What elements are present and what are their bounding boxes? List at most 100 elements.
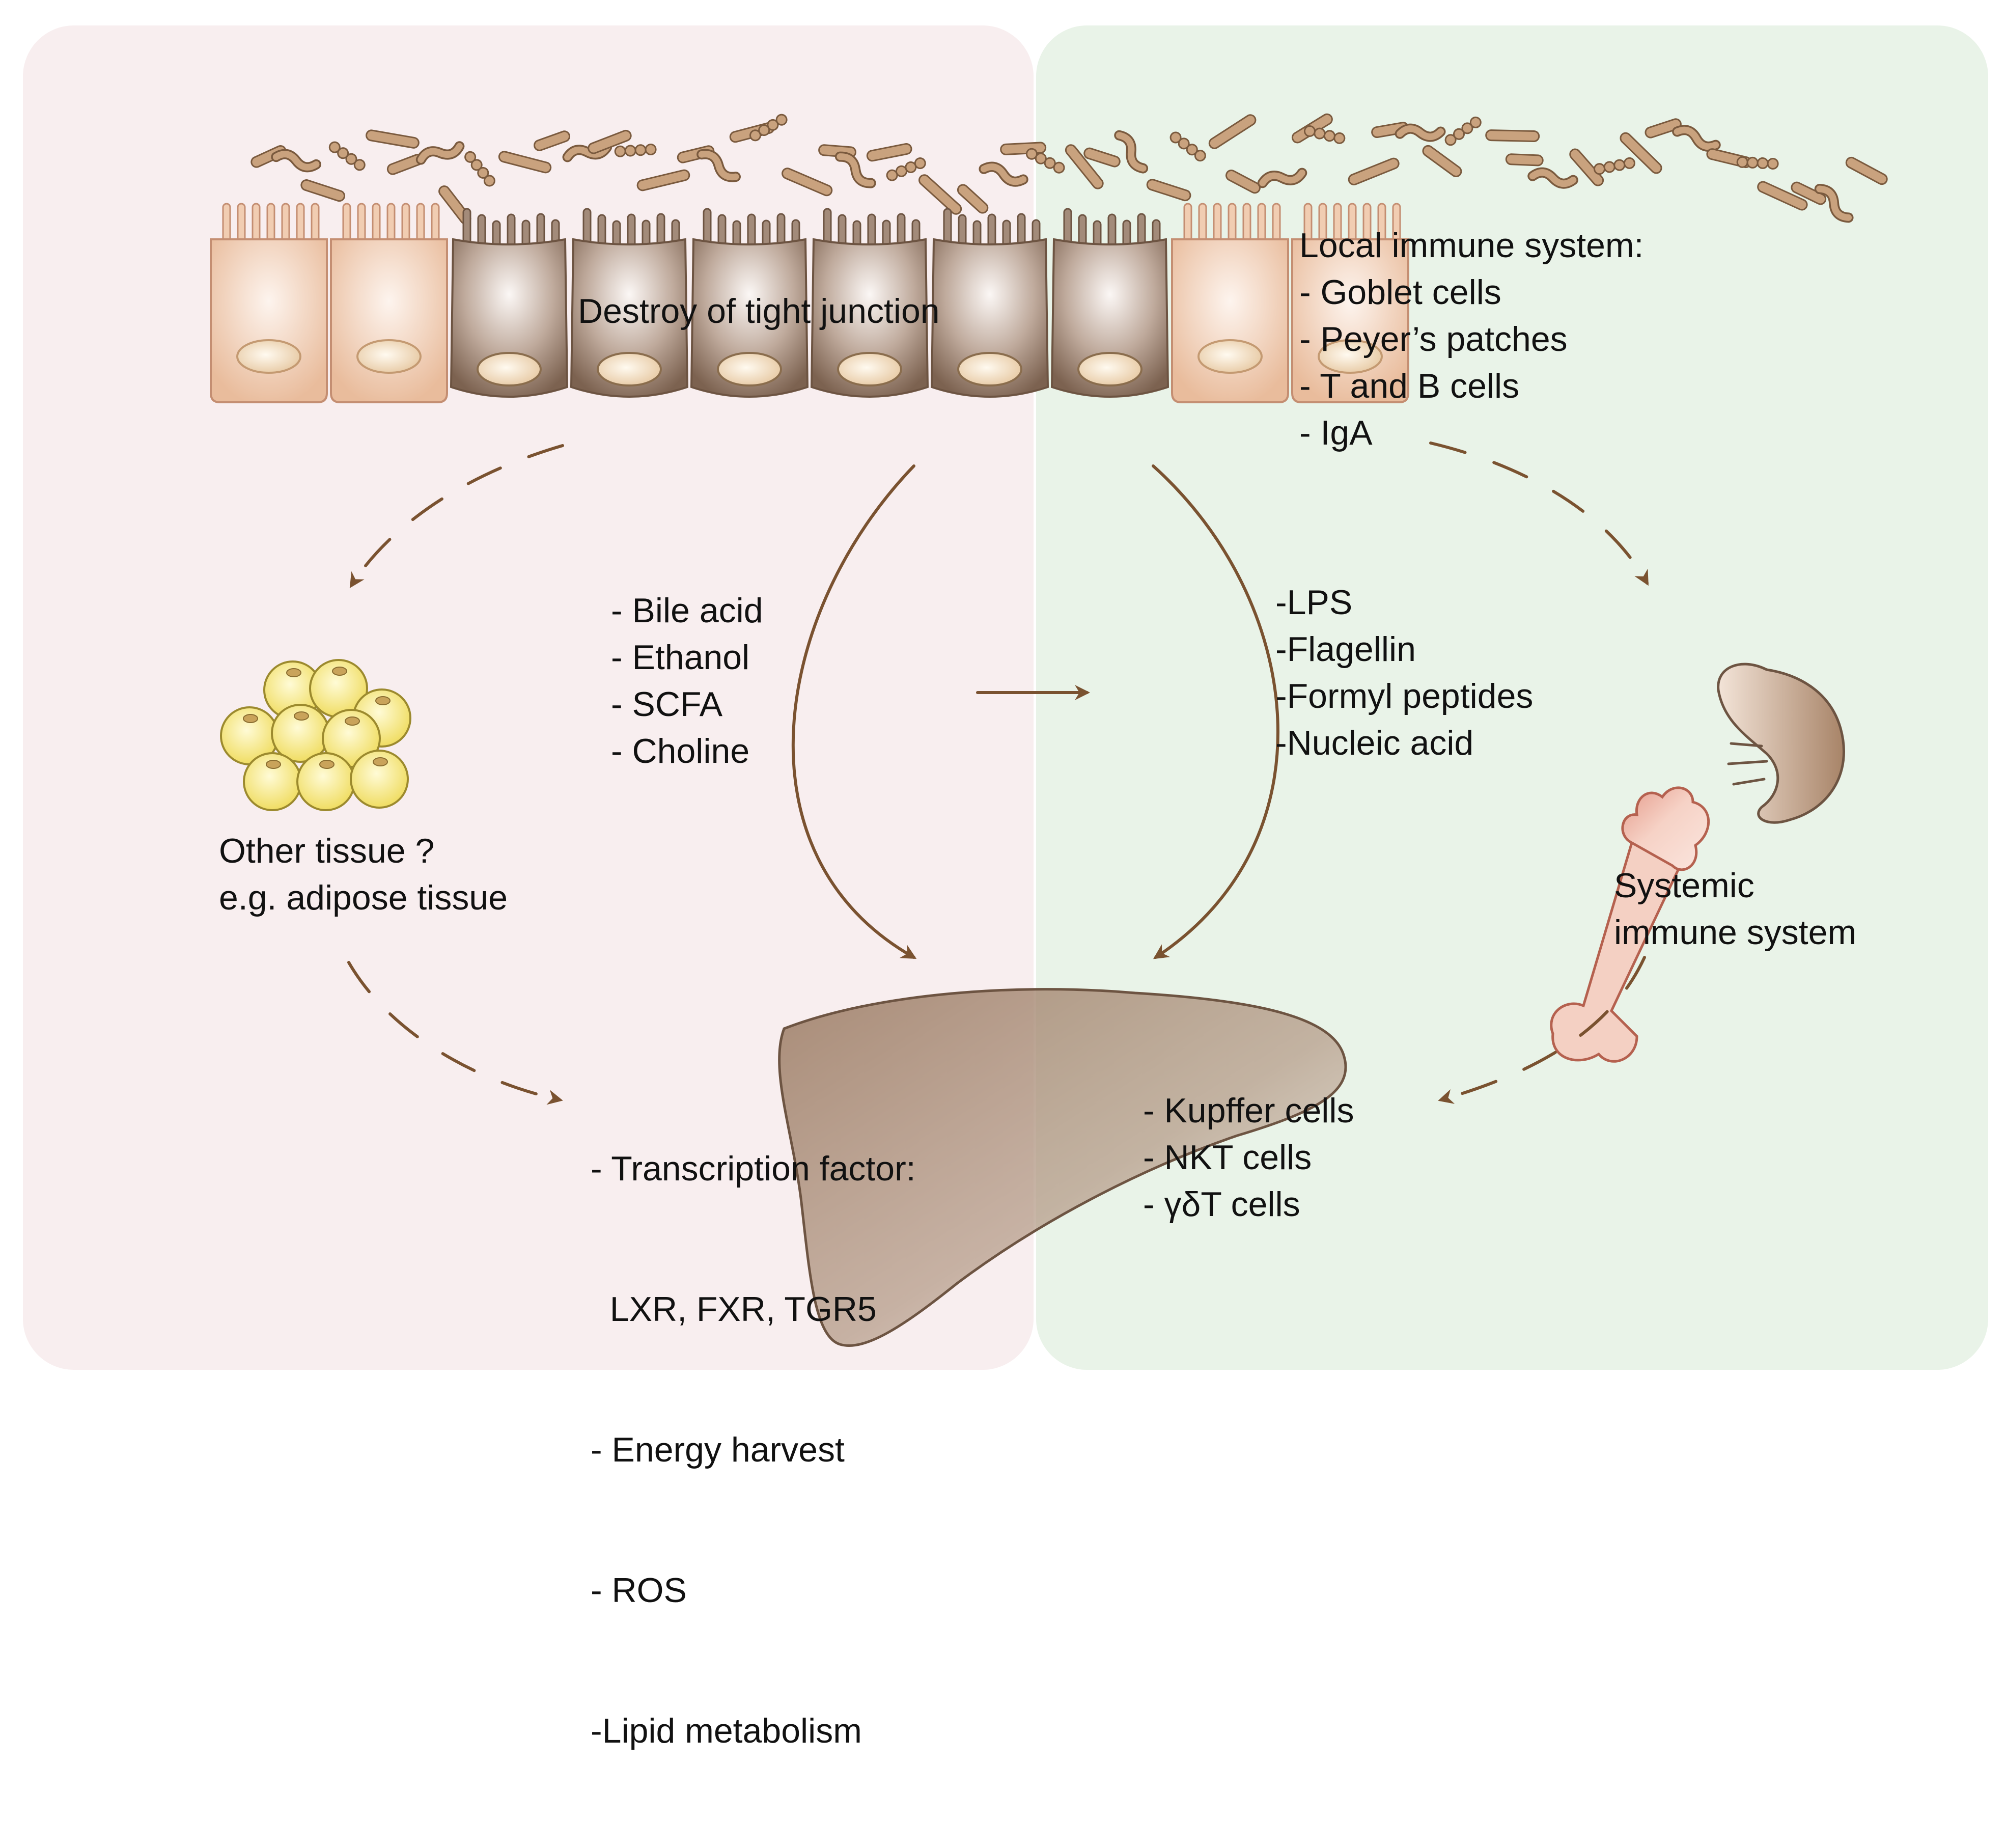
bacterium bbox=[328, 141, 366, 171]
diagram: Destroy of tight junction Local immune s… bbox=[23, 25, 1988, 1750]
bacterium bbox=[1672, 125, 1721, 152]
bacterium bbox=[1257, 168, 1307, 188]
local-immune-list: Local immune system: - Goblet cells - Pe… bbox=[1299, 222, 1643, 456]
liver-icon bbox=[778, 988, 1347, 1347]
systemic-immune-label: Systemic immune system bbox=[1614, 862, 1856, 956]
bacterium bbox=[636, 169, 690, 191]
epithelial-cell bbox=[210, 203, 328, 403]
bacterium bbox=[1208, 114, 1257, 149]
bacterium bbox=[1645, 118, 1682, 139]
bacterium bbox=[1505, 153, 1544, 167]
bacterium bbox=[1569, 148, 1604, 186]
epithelial-cell bbox=[1171, 203, 1289, 403]
adipocyte bbox=[350, 750, 409, 809]
metabolite-item: - Choline bbox=[611, 732, 750, 770]
bone-icon bbox=[1550, 786, 1710, 1063]
bacterium bbox=[271, 149, 321, 173]
bacterium bbox=[1065, 144, 1104, 189]
bacterium bbox=[498, 151, 552, 174]
microbial-products-list: -LPS -Flagellin -Formyl peptides -Nuclei… bbox=[1275, 579, 1533, 766]
metabolite-item: - SCFA bbox=[611, 685, 723, 724]
bacterium bbox=[1736, 156, 1779, 170]
bacterium bbox=[1814, 184, 1854, 223]
arrow-gut-metabolites-to-liver bbox=[791, 464, 917, 959]
epithelial-cell bbox=[330, 203, 448, 403]
bacterium bbox=[866, 143, 912, 162]
local-immune-item: - IgA bbox=[1299, 413, 1373, 452]
liver-effects-list: - Transcription factor: LXR, FXR, TGR5 -… bbox=[591, 1052, 916, 1848]
arrow-systemic-immune-to-liver bbox=[1438, 956, 1646, 1104]
bacterium bbox=[1395, 123, 1446, 142]
bacterium bbox=[749, 114, 788, 142]
bacterium bbox=[834, 151, 876, 188]
liver-effect-item: LXR, FXR, TGR5 bbox=[591, 1290, 877, 1329]
bacterium bbox=[1444, 116, 1482, 146]
metabolite-item: - Ethanol bbox=[611, 638, 750, 677]
bacterium bbox=[415, 141, 465, 165]
liver-cells-list: - Kupffer cells - NKT cells - γδT cells bbox=[1143, 1087, 1354, 1228]
bacterium bbox=[957, 184, 989, 214]
damaged-epithelial-cell bbox=[930, 208, 1049, 398]
microbial-product-item: -Formyl peptides bbox=[1275, 677, 1534, 715]
bacterium bbox=[918, 174, 962, 215]
diagram-artwork bbox=[23, 25, 1988, 1370]
bacterium bbox=[1303, 125, 1346, 144]
tight-junction-label: Destroy of tight junction bbox=[578, 292, 940, 330]
systemic-immune-line: Systemic bbox=[1614, 866, 1754, 905]
damaged-epithelial-cell bbox=[570, 208, 689, 398]
bacterium bbox=[1083, 147, 1121, 168]
bacterium bbox=[562, 142, 612, 162]
damaged-epithelial-cell bbox=[450, 208, 569, 398]
adipocyte-cluster-icon bbox=[220, 659, 411, 811]
bacterium bbox=[1114, 130, 1149, 174]
liver-cell-item: - NKT cells bbox=[1143, 1138, 1312, 1177]
bacterium bbox=[1225, 170, 1261, 194]
systemic-immune-line: immune system bbox=[1614, 913, 1857, 952]
bacterium bbox=[1146, 179, 1191, 202]
liver-effect-item: - Transcription factor: bbox=[591, 1149, 916, 1188]
adipocyte bbox=[271, 704, 330, 763]
bacterium bbox=[366, 129, 420, 149]
liver-cell-item: - γδT cells bbox=[1143, 1185, 1300, 1224]
local-immune-title: Local immune system: bbox=[1299, 226, 1644, 265]
bacterium bbox=[696, 149, 741, 182]
damaged-epithelial-cell bbox=[810, 208, 929, 398]
bacterium bbox=[1620, 132, 1662, 174]
other-tissue-line: e.g. adipose tissue bbox=[219, 878, 508, 917]
bacterium bbox=[886, 157, 926, 181]
bacterium bbox=[1169, 131, 1206, 162]
liver-effect-item: - Energy harvest bbox=[591, 1430, 845, 1469]
spleen-icon bbox=[1717, 663, 1846, 824]
bacterium bbox=[782, 168, 833, 197]
bacterium bbox=[534, 130, 571, 151]
metabolites-list: - Bile acid - Ethanol - SCFA - Choline bbox=[611, 587, 763, 775]
adipocyte bbox=[243, 752, 302, 811]
bacterium bbox=[300, 179, 346, 202]
gut-bacteria-icon bbox=[250, 113, 1888, 225]
other-tissue-line: Other tissue ? bbox=[219, 832, 435, 870]
bacterium bbox=[1594, 157, 1635, 175]
microbial-product-item: -Flagellin bbox=[1275, 630, 1416, 669]
bacterium bbox=[1527, 167, 1578, 189]
arrow-local-to-systemic-immune bbox=[1429, 442, 1649, 586]
bacterium bbox=[1485, 129, 1540, 143]
local-immune-item: - T and B cells bbox=[1299, 367, 1520, 405]
arrow-gut-microbial-products-to-liver bbox=[1152, 464, 1279, 959]
bacterium bbox=[614, 144, 657, 157]
bacterium bbox=[1000, 142, 1047, 155]
liver-effect-item: - ROS bbox=[591, 1571, 687, 1610]
arrow-gut-to-other-tissue bbox=[349, 444, 564, 589]
microbial-product-item: -Nucleic acid bbox=[1275, 724, 1474, 762]
bacterium bbox=[1025, 148, 1065, 174]
other-tissue-label: Other tissue ? e.g. adipose tissue bbox=[219, 828, 508, 921]
bacterium bbox=[1757, 181, 1808, 211]
microbial-product-item: -LPS bbox=[1275, 583, 1353, 622]
adipocyte bbox=[296, 752, 355, 811]
bacterium bbox=[464, 151, 495, 187]
bacterium bbox=[1348, 157, 1400, 185]
liver-cell-item: - Kupffer cells bbox=[1143, 1091, 1354, 1130]
damaged-epithelial-cell bbox=[1050, 208, 1169, 398]
metabolite-item: - Bile acid bbox=[611, 591, 763, 630]
bacterium bbox=[1422, 145, 1462, 178]
bacterium bbox=[979, 161, 1028, 187]
